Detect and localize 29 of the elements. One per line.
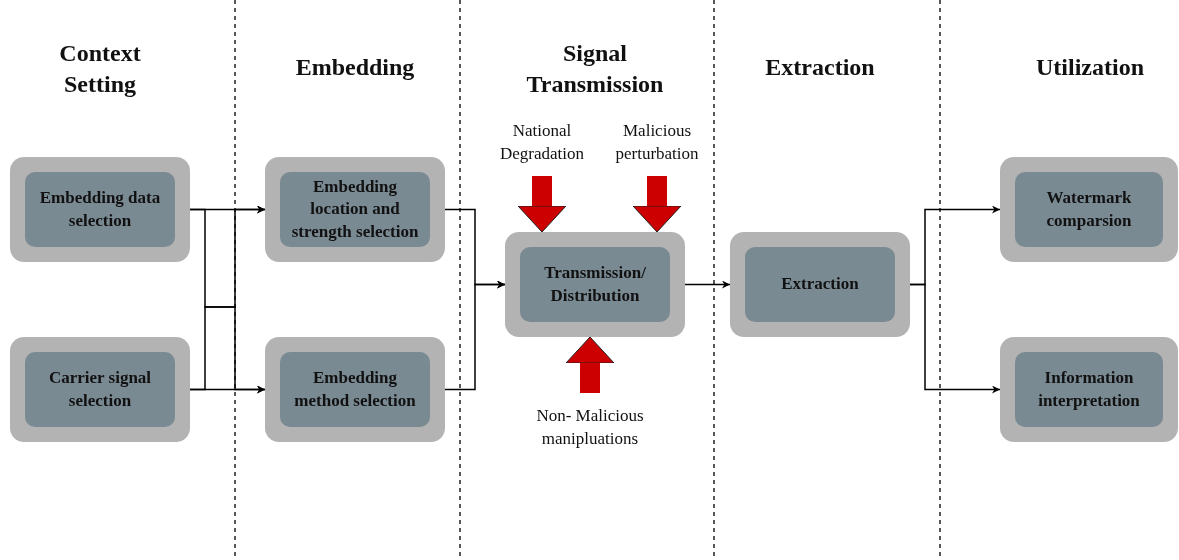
process-label: Embedding data selection bbox=[25, 172, 175, 247]
column-heading: Embedding bbox=[294, 53, 416, 82]
disturbance-label: Non- Malicious manipluations bbox=[515, 405, 665, 451]
block-arrow bbox=[517, 176, 567, 233]
process-label: Carrier signal selection bbox=[25, 352, 175, 427]
process-box bbox=[10, 157, 190, 262]
arrow bbox=[909, 283, 1001, 394]
process-box bbox=[505, 232, 685, 337]
process-box bbox=[10, 337, 190, 442]
process-label: Embedding location and strength selection bbox=[280, 172, 430, 247]
process-label: Embedding method selection bbox=[280, 352, 430, 427]
process-label: Watermark comparsion bbox=[1015, 172, 1163, 247]
process-box bbox=[730, 232, 910, 337]
process-label: Information interpretation bbox=[1015, 352, 1163, 427]
column-heading: Utilization bbox=[1035, 53, 1145, 82]
process-label: Extraction bbox=[745, 247, 895, 322]
process-box bbox=[265, 337, 445, 442]
arrow bbox=[684, 280, 731, 289]
process-box bbox=[1000, 337, 1178, 442]
block-arrow bbox=[632, 176, 682, 233]
process-box bbox=[265, 157, 445, 262]
block-arrow bbox=[565, 336, 615, 393]
arrow bbox=[189, 385, 266, 394]
arrow bbox=[444, 280, 506, 391]
column-heading: Signal Transmission bbox=[525, 39, 665, 100]
process-label: Transmission/ Distribution bbox=[520, 247, 670, 322]
process-box bbox=[1000, 157, 1178, 262]
column-heading: Context Setting bbox=[58, 39, 142, 100]
column-heading: Extraction bbox=[764, 53, 876, 82]
